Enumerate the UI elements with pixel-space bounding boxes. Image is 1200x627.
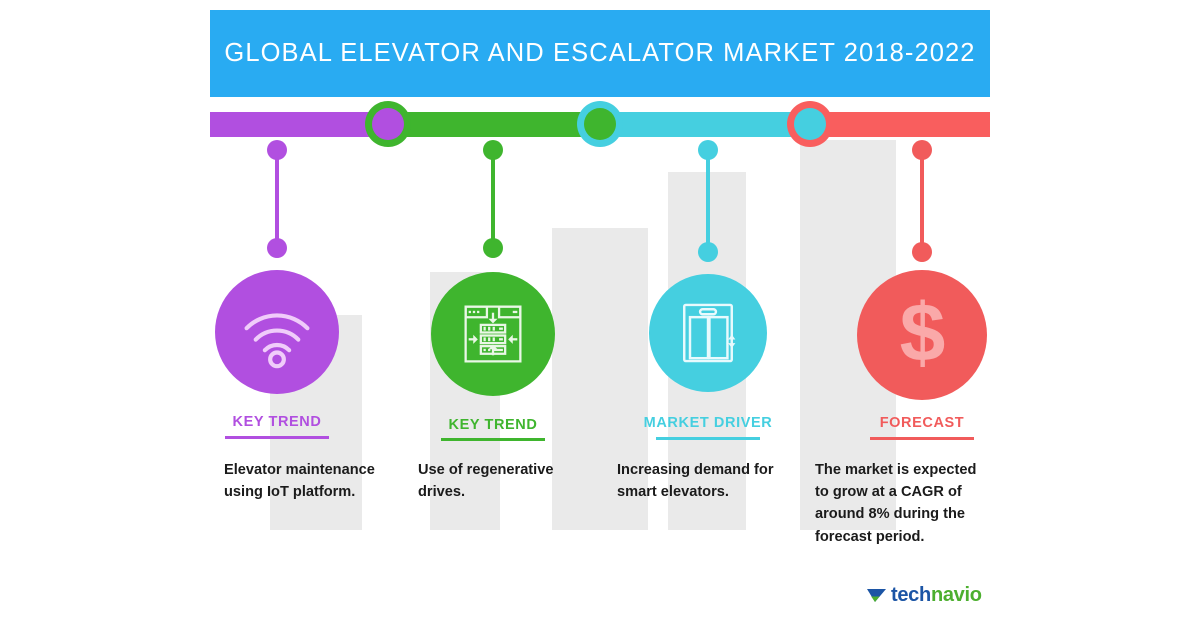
background-bar xyxy=(552,228,648,530)
technavio-mark-icon xyxy=(867,588,886,602)
label-underline-4 xyxy=(870,437,974,440)
category-label-1: KEY TREND xyxy=(232,414,322,430)
timeline-node-core-3 xyxy=(794,108,826,140)
svg-text:$: $ xyxy=(899,296,945,375)
timeline-node-core-1 xyxy=(372,108,404,140)
description-text-3: Increasing demand for smart elevators. xyxy=(617,462,774,501)
icon-circle-wifi-icon xyxy=(215,270,339,394)
dollar-icon: $ xyxy=(899,296,945,375)
category-label-3: MARKET DRIVER xyxy=(643,415,773,431)
description-text-1: Elevator maintenance using IoT platform. xyxy=(224,462,375,501)
timeline-segment-2 xyxy=(388,112,600,137)
server-cycle-icon xyxy=(464,305,522,363)
logo-text-tech: tech xyxy=(891,584,931,606)
connector-dot-bottom-1 xyxy=(267,238,287,258)
connector-line-2 xyxy=(491,149,495,247)
label-underline-3 xyxy=(656,437,760,440)
connector-dot-bottom-4 xyxy=(912,242,932,262)
timeline-segment-4 xyxy=(810,112,990,137)
connector-line-1 xyxy=(275,149,279,247)
wifi-icon xyxy=(244,313,310,369)
logo-text-navio: navio xyxy=(930,584,982,606)
title-banner: GLOBAL ELEVATOR AND ESCALATOR MARKET 201… xyxy=(210,10,990,97)
icon-circle-elevator-icon xyxy=(649,274,767,392)
timeline-bar xyxy=(210,101,990,147)
category-label-4: FORECAST xyxy=(879,415,965,431)
label-underline-1 xyxy=(225,436,329,439)
timeline-node-core-2 xyxy=(584,108,616,140)
connector-dot-bottom-2 xyxy=(483,238,503,258)
page-title: GLOBAL ELEVATOR AND ESCALATOR MARKET 201… xyxy=(224,39,976,67)
connector-line-3 xyxy=(706,149,710,251)
icon-circle-server-cycle-icon xyxy=(431,272,555,396)
timeline-segment-1 xyxy=(210,112,388,137)
technavio-logo: technavio xyxy=(866,584,982,607)
connector-dot-bottom-3 xyxy=(698,242,718,262)
icon-circle-dollar-icon: $ xyxy=(857,270,987,400)
category-label-2: KEY TREND xyxy=(448,417,538,433)
elevator-icon xyxy=(683,303,736,363)
label-underline-2 xyxy=(441,438,545,441)
connector-line-4 xyxy=(920,149,924,251)
description-text-2: Use of regenerative drives. xyxy=(418,462,554,501)
timeline-segment-3 xyxy=(600,112,810,137)
description-text-4: The market is expected to grow at a CAGR… xyxy=(815,462,977,545)
